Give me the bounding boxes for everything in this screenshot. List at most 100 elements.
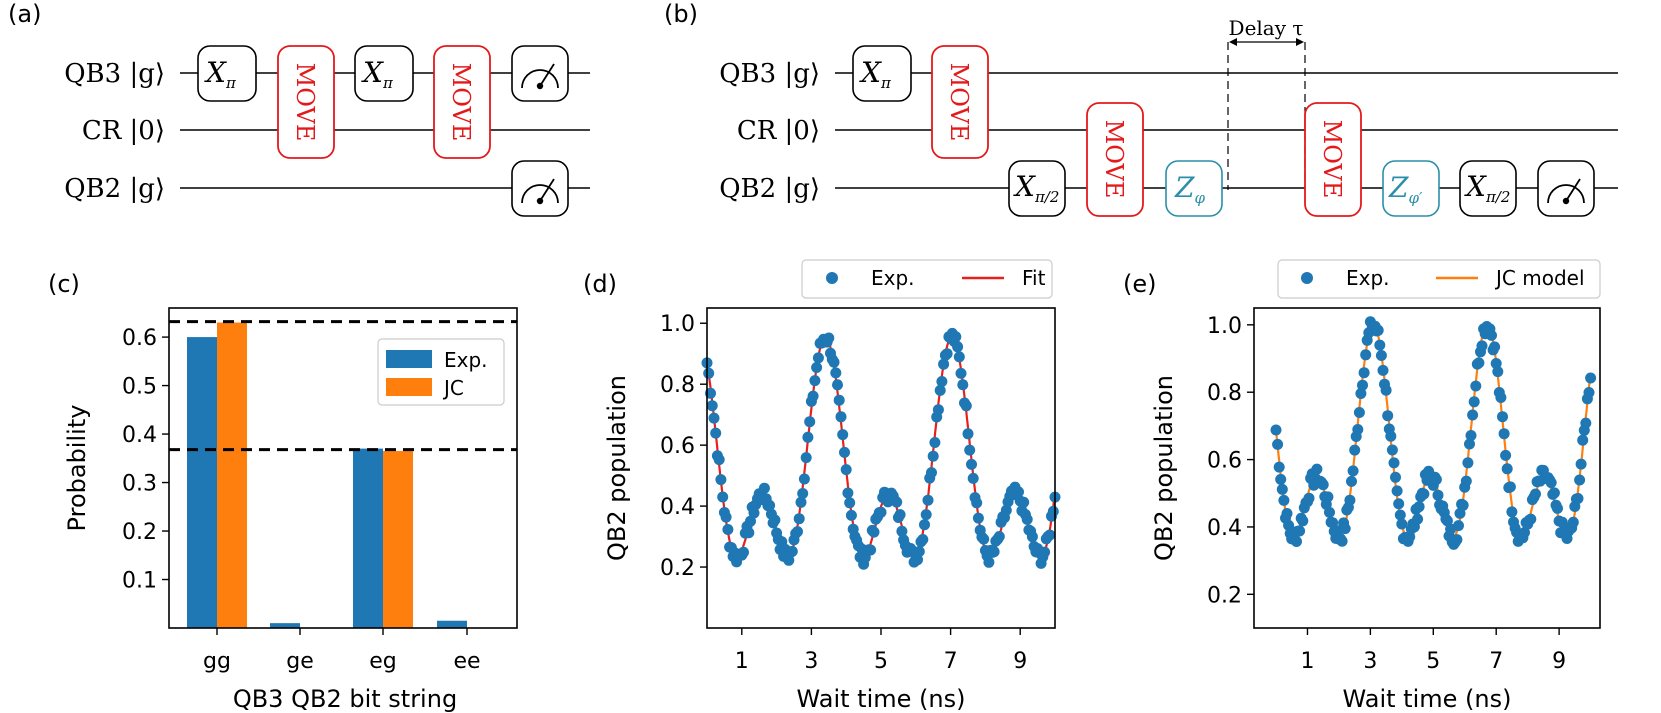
data-point [1418,488,1430,500]
data-point [793,513,805,525]
data-point [1375,350,1387,361]
data-point [1000,504,1012,516]
data-point [1451,534,1463,546]
move-gate-b3: MOVE [1304,102,1362,217]
data-point [1044,529,1056,541]
data-point [1500,449,1512,461]
data-point [1465,430,1477,441]
data-point [1462,457,1474,469]
data-point [769,514,781,526]
data-point [1548,487,1560,499]
data-point [1047,505,1059,517]
data-point [934,384,946,396]
y-tick-label-c: 0.2 [122,520,157,545]
bar-jc-gg [217,322,247,628]
data-point [1273,461,1285,473]
x-axis-label-d: Wait time (ns) [797,685,966,713]
data-point [1460,475,1472,487]
data-point [842,487,854,499]
data-point [1575,458,1587,470]
data-point [932,404,944,416]
data-point [1467,409,1479,421]
data-point [1413,501,1425,513]
y-tick-label: 0.6 [1207,449,1242,474]
data-point [835,411,847,423]
data-point [1377,364,1389,376]
bar-exp-ge [270,623,300,628]
y-tick-label: 0.6 [660,434,695,459]
circuit-a: QB3 |g⟩ CR |0⟩ QB2 |g⟩ Xπ MOVE Xπ MOVE [64,45,590,217]
data-point [894,509,906,521]
bar-exp-gg [187,337,217,628]
data-point [952,341,964,353]
z-phi-label: Zφ [1174,171,1205,207]
data-point [1357,379,1368,391]
legend-swatch-exp [386,350,432,368]
x-half-pi-label: Xπ/2 [1464,170,1510,206]
y-axis-label-d: QB2 population [603,375,631,561]
legend-marker-exp-d [826,272,838,284]
y-tick-label: 0.8 [1207,381,1242,406]
x-pi-label: Xπ [361,56,394,92]
data-point [913,546,925,557]
x-tick-label: 7 [1489,649,1503,674]
data-point [840,464,852,476]
data-point [839,446,850,458]
data-point [1489,341,1501,353]
data-point [1574,474,1586,486]
data-point [1339,523,1351,535]
data-point [868,526,880,538]
x-tick-label: 3 [804,649,818,674]
data-point [936,376,948,387]
data-point [1525,513,1537,525]
data-point [828,356,840,368]
data-point [1492,366,1504,378]
data-point [1497,411,1508,423]
plot-frame-d [706,307,1056,629]
panel-label-b: (b) [664,0,698,28]
data-point [926,467,937,479]
data-point [920,509,932,521]
x-tick-label: 3 [1363,649,1377,674]
move-gate-a2: MOVE [433,45,491,159]
data-point [917,534,929,545]
x-tick-label: 9 [1013,649,1027,674]
data-point [743,527,755,539]
data-point [722,524,734,535]
data-point [1552,502,1563,514]
data-point [1457,499,1469,511]
data-point [1453,520,1464,532]
data-point [1013,486,1024,498]
data-point [811,362,823,373]
legend-label-jc: JC [442,376,464,400]
wire-label-qb3-b: QB3 |g⟩ [719,59,820,89]
data-point [1476,340,1488,352]
wire-label-qb3-a: QB3 |g⟩ [64,59,165,89]
legend-label-exp-d: Exp. [871,266,915,290]
panel-label-c: (c) [48,270,80,298]
plot-frame-e [1253,307,1601,629]
data-point [1380,384,1392,396]
data-point [717,491,729,503]
data-point [1577,434,1589,446]
data-point [1303,492,1315,504]
z-phi-prime-label: Zφ′ [1388,171,1423,207]
panel-label-e: (e) [1123,270,1157,298]
x-tick-label: 1 [1300,649,1314,674]
data-point [1360,349,1372,361]
measure-icon [1537,160,1595,217]
move-gate-b1: MOVE [931,45,989,159]
data-point [1393,498,1405,510]
data-point [1585,372,1597,384]
y-tick-label-c: 0.1 [122,569,157,594]
data-point [830,367,842,379]
data-point [1272,438,1284,450]
data-point [844,497,856,509]
y-tick-label-c: 0.6 [122,326,157,351]
data-point [1018,496,1030,508]
panel-label-d: (d) [583,270,617,298]
x-tick-label-c: ee [453,649,480,674]
data-point [797,488,809,499]
data-point [927,450,939,462]
